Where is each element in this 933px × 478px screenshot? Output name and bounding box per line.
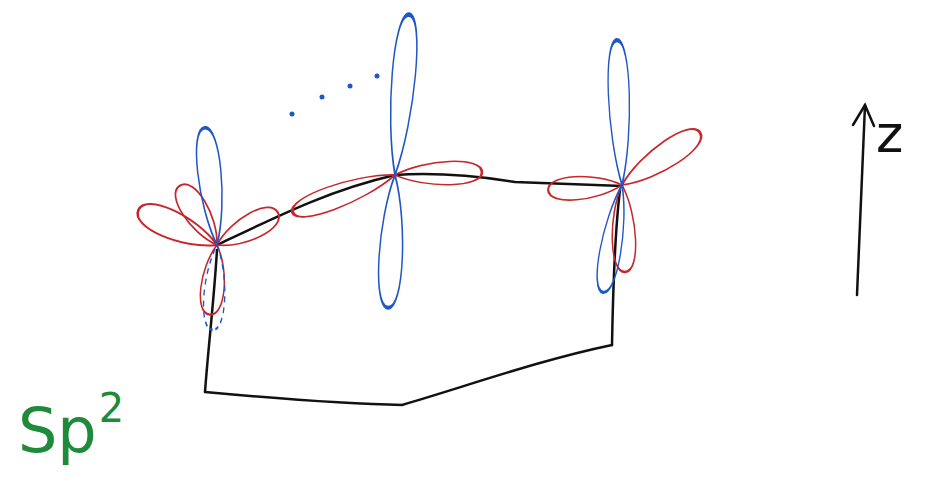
continuation-dots bbox=[290, 74, 380, 117]
superscript-label: 2 bbox=[99, 388, 124, 428]
axis-label: z bbox=[876, 108, 903, 160]
p-orbitals bbox=[193, 14, 632, 331]
hybridization-label: Sp bbox=[18, 400, 97, 462]
bond-lines bbox=[205, 174, 622, 405]
sp2-lobes bbox=[133, 122, 707, 316]
z-axis-arrow bbox=[853, 105, 874, 295]
